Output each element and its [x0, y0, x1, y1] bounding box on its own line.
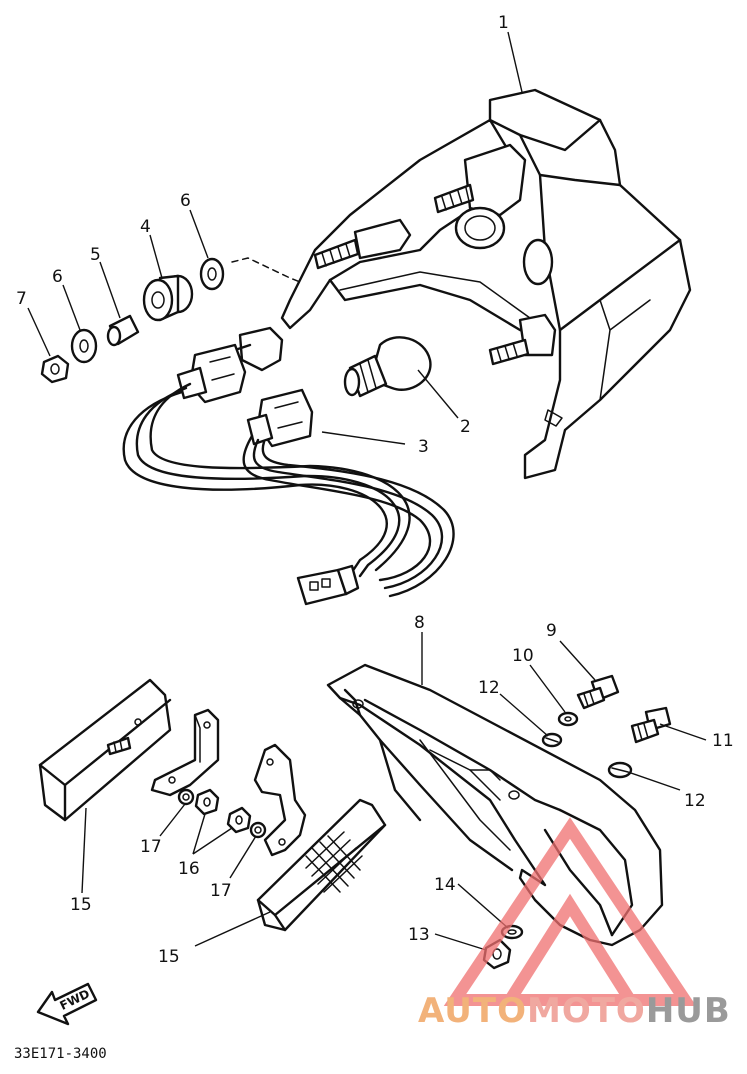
callout-9: 9 [546, 621, 557, 641]
nut-reflector-left [194, 788, 220, 816]
callout-11: 11 [712, 731, 734, 751]
callout-12-lower: 12 [684, 791, 706, 811]
callout-15-right: 15 [158, 947, 180, 967]
spring-washer-lower [607, 761, 633, 779]
socket-opening-upper [454, 143, 527, 250]
callout-10: 10 [512, 646, 534, 666]
callout-17-left: 17 [140, 837, 162, 857]
callout-16: 16 [178, 859, 200, 879]
watermark-logo: AUTOMOTOHUB [418, 817, 731, 1031]
mounting-stud-upper [433, 183, 475, 214]
callout-1: 1 [498, 13, 509, 33]
callout-3: 3 [418, 437, 429, 457]
nut-upper [40, 354, 70, 384]
washer-small-upper [557, 711, 579, 727]
washer-reflector-left [177, 788, 195, 806]
grommet [142, 274, 194, 322]
bolt-upper [576, 674, 620, 710]
callout-4: 4 [140, 217, 151, 237]
watermark-auto: AUTO [418, 991, 527, 1031]
socket-cord [122, 326, 455, 606]
spring-washer-upper [541, 732, 563, 748]
callout-13: 13 [408, 925, 430, 945]
diagram-code: 33E171-3400 [14, 1046, 107, 1062]
socket-opening-lower [518, 238, 557, 357]
callout-6-lower: 6 [52, 267, 63, 287]
fwd-arrow: FWD [36, 982, 98, 1026]
reflector-right [256, 798, 387, 932]
callout-2: 2 [460, 417, 471, 437]
callout-14: 14 [434, 875, 456, 895]
watermark-hub: HUB [646, 991, 731, 1031]
reflector-stay-left [150, 708, 220, 797]
reflector-stay-right [253, 743, 307, 857]
collar [106, 314, 140, 347]
callout-15-left: 15 [70, 895, 92, 915]
bolt-lower [630, 706, 672, 744]
callout-17-right: 17 [210, 881, 232, 901]
watermark-triangle-icon [443, 817, 697, 1006]
watermark-moto: MOTO [527, 991, 646, 1031]
washer-reflector-right [249, 821, 267, 839]
tail-light-housing [280, 88, 692, 480]
washer-lower [70, 328, 98, 364]
license-bracket [326, 663, 664, 947]
callout-12-upper: 12 [478, 678, 500, 698]
callout-6-upper: 6 [180, 191, 191, 211]
leader-lines [27, 31, 707, 951]
reflector-pattern [305, 831, 363, 893]
callout-7: 7 [16, 289, 27, 309]
mounting-stud-middle [313, 218, 412, 270]
callout-labels: 1 2 3 4 5 6 6 7 8 9 10 11 12 12 13 14 15… [16, 13, 734, 967]
reflector-left [38, 678, 172, 822]
bulb [343, 336, 432, 398]
callout-8: 8 [414, 613, 425, 633]
mounting-stud-lower [488, 338, 530, 366]
washer-upper [199, 257, 225, 291]
callout-5: 5 [90, 245, 101, 265]
nut-reflector-right [226, 806, 252, 834]
svg-text:AUTOMOTOHUB: AUTOMOTOHUB [418, 991, 731, 1031]
connector-coupler [296, 564, 360, 606]
